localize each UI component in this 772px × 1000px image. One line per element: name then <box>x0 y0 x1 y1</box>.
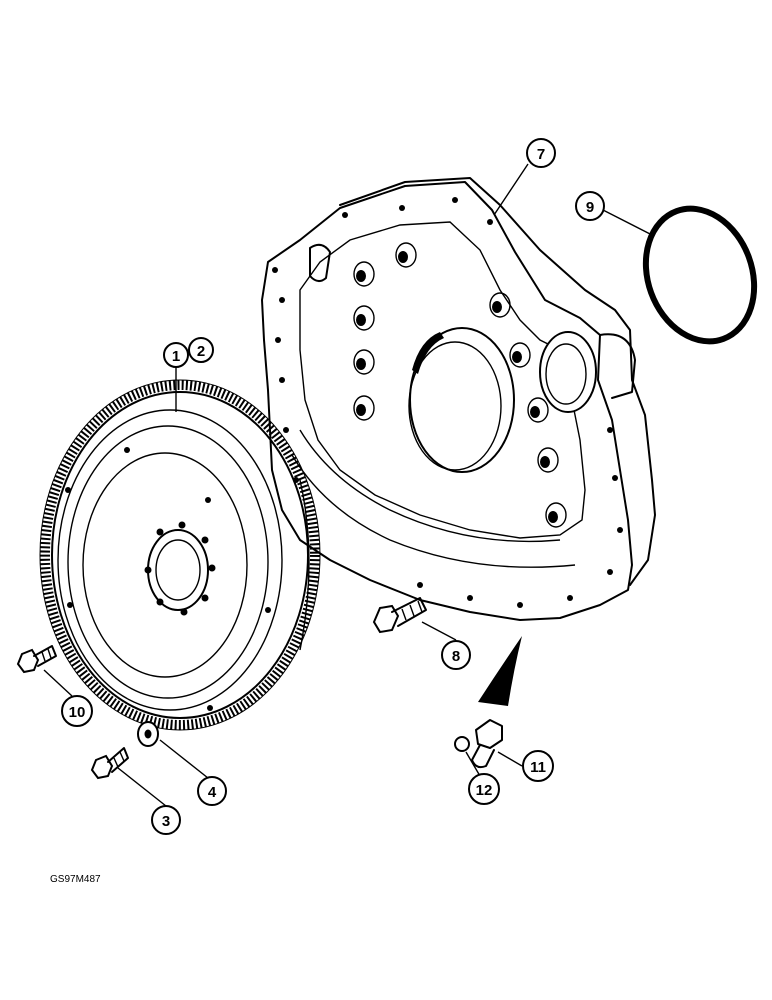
callout-label: 8 <box>452 648 460 665</box>
washer <box>137 721 159 747</box>
flywheel <box>39 379 321 731</box>
plug <box>471 719 503 769</box>
seal-ring <box>454 736 470 752</box>
callout-8: 8 <box>441 640 471 670</box>
o-ring <box>642 205 758 345</box>
callout-7: 7 <box>526 138 556 168</box>
detail-pointer <box>478 636 522 706</box>
bolt-3 <box>90 747 129 780</box>
bolt-10 <box>16 645 57 674</box>
callout-4: 4 <box>197 776 227 806</box>
callout-label: 12 <box>476 782 493 799</box>
callout-9: 9 <box>575 191 605 221</box>
callout-label: 4 <box>208 784 217 801</box>
bolt-8 <box>372 597 427 634</box>
callout-12: 12 <box>468 773 500 805</box>
callout-label: 1 <box>172 348 180 365</box>
callout-1: 1 <box>163 342 189 368</box>
leader-lines <box>43 163 655 807</box>
callout-label: 10 <box>69 704 86 721</box>
callout-3: 3 <box>151 805 181 835</box>
callout-10: 10 <box>61 695 93 727</box>
figure-id: GS97M487 <box>50 874 101 885</box>
flywheel-housing <box>261 177 656 621</box>
callout-2: 2 <box>188 337 214 363</box>
callout-label: 11 <box>530 759 546 776</box>
callout-label: 9 <box>586 199 594 216</box>
callout-label: 3 <box>162 813 170 830</box>
callout-11: 11 <box>522 750 554 782</box>
callout-label: 2 <box>197 343 205 360</box>
callout-label: 7 <box>537 146 545 163</box>
